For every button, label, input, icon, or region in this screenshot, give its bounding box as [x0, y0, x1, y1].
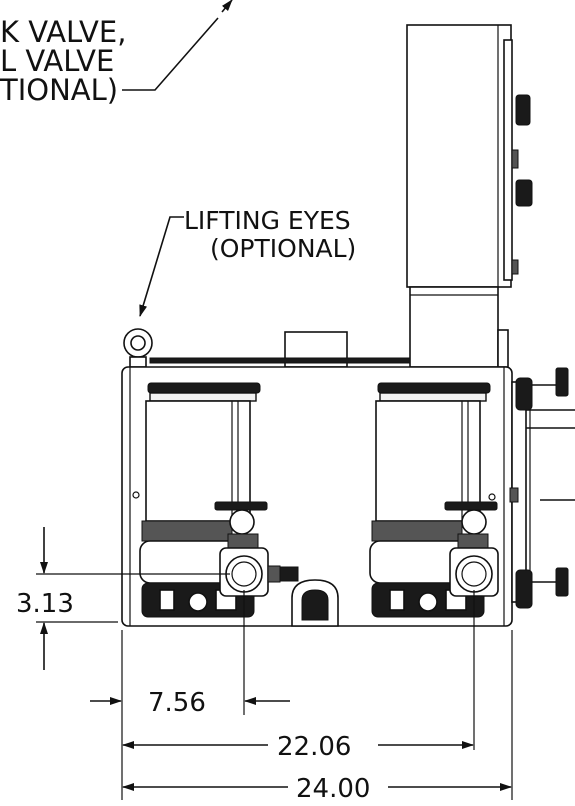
drain-fitting [291, 579, 339, 627]
dim-22-06-label: 22.06 [277, 732, 351, 762]
control-panel [406, 24, 533, 288]
side-valve-assembly [509, 367, 575, 609]
lifting-eyes-line1: LIFTING EYES [184, 206, 351, 235]
panel-stand [409, 286, 509, 368]
valve-callout-line1: K VALVE, [0, 15, 126, 49]
valve-callout-line2: L VALVE [0, 44, 114, 78]
valve-callout-line3: TIONAL) [0, 73, 118, 107]
dim-7-56-label: 7.56 [148, 688, 206, 718]
valve-leader-line [122, 17, 219, 91]
dim-24-00-label: 24.00 [296, 774, 370, 804]
left-pump [139, 382, 299, 618]
tank-lid-strip [149, 357, 411, 364]
dim-3-13-label: 3.13 [16, 589, 74, 619]
valve-leader-arrow [221, 0, 233, 13]
lifting-eyes-leader [139, 216, 184, 317]
lifting-eye-icon [123, 328, 153, 368]
right-pump [369, 382, 499, 618]
lifting-eyes-line2: (OPTIONAL) [210, 234, 356, 263]
